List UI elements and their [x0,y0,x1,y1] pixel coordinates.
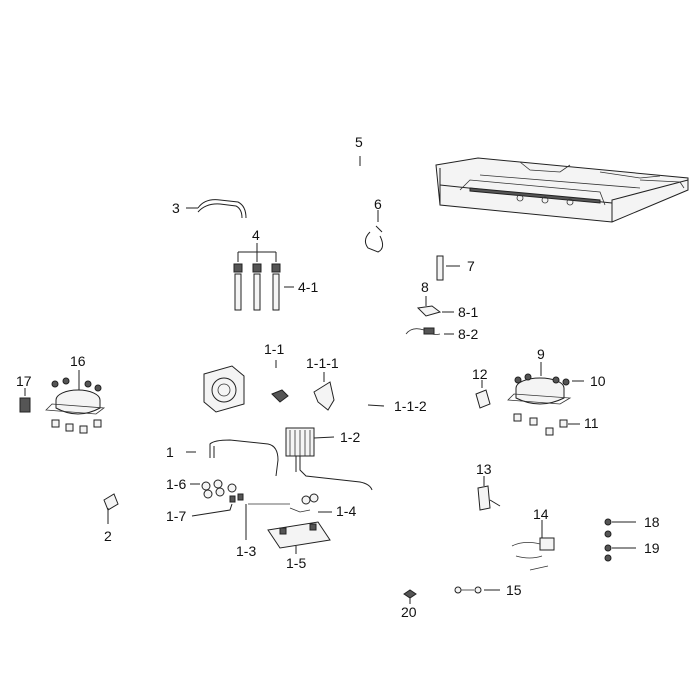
label-18: 18 [644,514,660,530]
label-19: 19 [644,540,660,556]
part-6-pipe [364,231,384,253]
label-16: 16 [70,353,86,369]
compressor-right [475,362,584,436]
label-5: 5 [355,134,363,150]
label-1-5: 1-5 [286,555,306,571]
label-1-7: 1-7 [166,508,186,524]
label-10: 10 [590,373,606,389]
parts-18-19 [604,518,636,562]
part-13 [477,476,501,511]
label-7: 7 [467,258,475,274]
label-8-2: 8-2 [458,326,478,342]
label-20: 20 [401,604,417,620]
label-13: 13 [476,461,492,477]
label-8-1: 8-1 [458,304,478,320]
label-17: 17 [16,373,32,389]
grommets [190,479,244,517]
compressor-left [19,370,106,434]
part-4-bolts [233,243,294,311]
part-2 [103,493,119,524]
label-2: 2 [104,528,112,544]
label-1-3: 1-3 [236,543,256,559]
label-8: 8 [421,279,429,295]
label-4: 4 [252,227,260,243]
condenser-assembly [186,427,373,491]
label-1-6: 1-6 [166,476,186,492]
label-6: 6 [374,196,382,212]
part-14 [511,520,555,571]
base-tray [435,157,689,223]
fan-assembly [203,360,385,413]
label-11: 11 [584,415,599,431]
label-1-1-1: 1-1-1 [306,355,339,371]
parts-15-20 [403,586,500,604]
label-9: 9 [537,346,545,362]
label-1-2: 1-2 [340,429,360,445]
label-1-4: 1-4 [336,503,356,519]
part-8-assembly [405,296,454,335]
label-1-1-2: 1-1-2 [394,398,427,414]
label-14: 14 [533,506,549,522]
label-1: 1 [166,444,174,460]
label-4-1: 4-1 [298,279,318,295]
condenser-base [245,493,332,554]
label-15: 15 [506,582,522,598]
label-12: 12 [472,366,488,382]
part-7-rod [436,255,444,281]
label-3: 3 [172,200,180,216]
label-1-1: 1-1 [264,341,284,357]
part-3-pipe [197,199,247,219]
